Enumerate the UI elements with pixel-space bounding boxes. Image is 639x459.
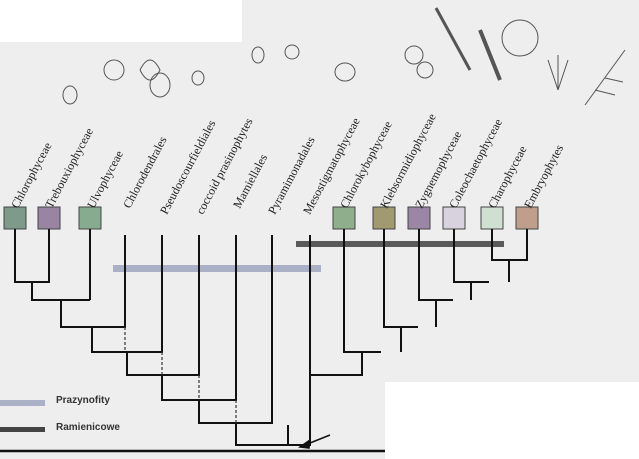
cell-sketch-icon	[149, 72, 171, 98]
taxon-box	[515, 206, 539, 230]
paper-blank-bottom-right	[385, 382, 639, 459]
taxon-box	[332, 206, 356, 230]
filament-sketch-icon	[478, 29, 502, 81]
leaf-cell-sketch-icon	[139, 59, 161, 81]
uncertain-branches	[124, 327, 237, 423]
round-cell-sketch-icon	[404, 45, 424, 65]
round-cell-sketch-icon	[284, 44, 300, 60]
fern-sketch-icon	[584, 49, 626, 106]
filament-sketch-icon	[434, 7, 472, 71]
charophyte-group-bar	[296, 241, 504, 247]
cell-sketch-icon	[334, 62, 356, 82]
plant-sketch-icon	[547, 55, 569, 91]
taxon-box	[480, 206, 504, 230]
cell-sketch-icon	[191, 70, 205, 86]
paper-top-right	[242, 0, 639, 42]
prasinophyte-group-bar	[113, 265, 321, 272]
taxon-box	[37, 206, 61, 230]
taxon-box	[407, 206, 431, 230]
cell-sketch-icon	[251, 46, 265, 64]
disc-colony-sketch-icon	[501, 19, 539, 57]
root-arrow-icon	[297, 434, 331, 449]
taxon-color-boxes	[3, 206, 539, 230]
legend-swatch-prasinophytes	[0, 400, 45, 406]
taxon-box	[78, 206, 102, 230]
taxon-box	[3, 206, 27, 230]
taxon-box	[372, 206, 396, 230]
organism-illustrations	[62, 7, 626, 106]
taxon-box	[442, 206, 466, 230]
legend-label-prasinophytes: Prazynofity	[56, 395, 110, 406]
legend-label-charophytes: Ramienicowe	[56, 422, 120, 433]
round-cell-sketch-icon	[416, 61, 434, 79]
colony-sketch-icon	[103, 59, 125, 81]
cell-sketch-icon	[62, 85, 78, 105]
paper-blank-top-left	[0, 0, 242, 42]
legend-swatch-charophytes	[0, 427, 45, 432]
